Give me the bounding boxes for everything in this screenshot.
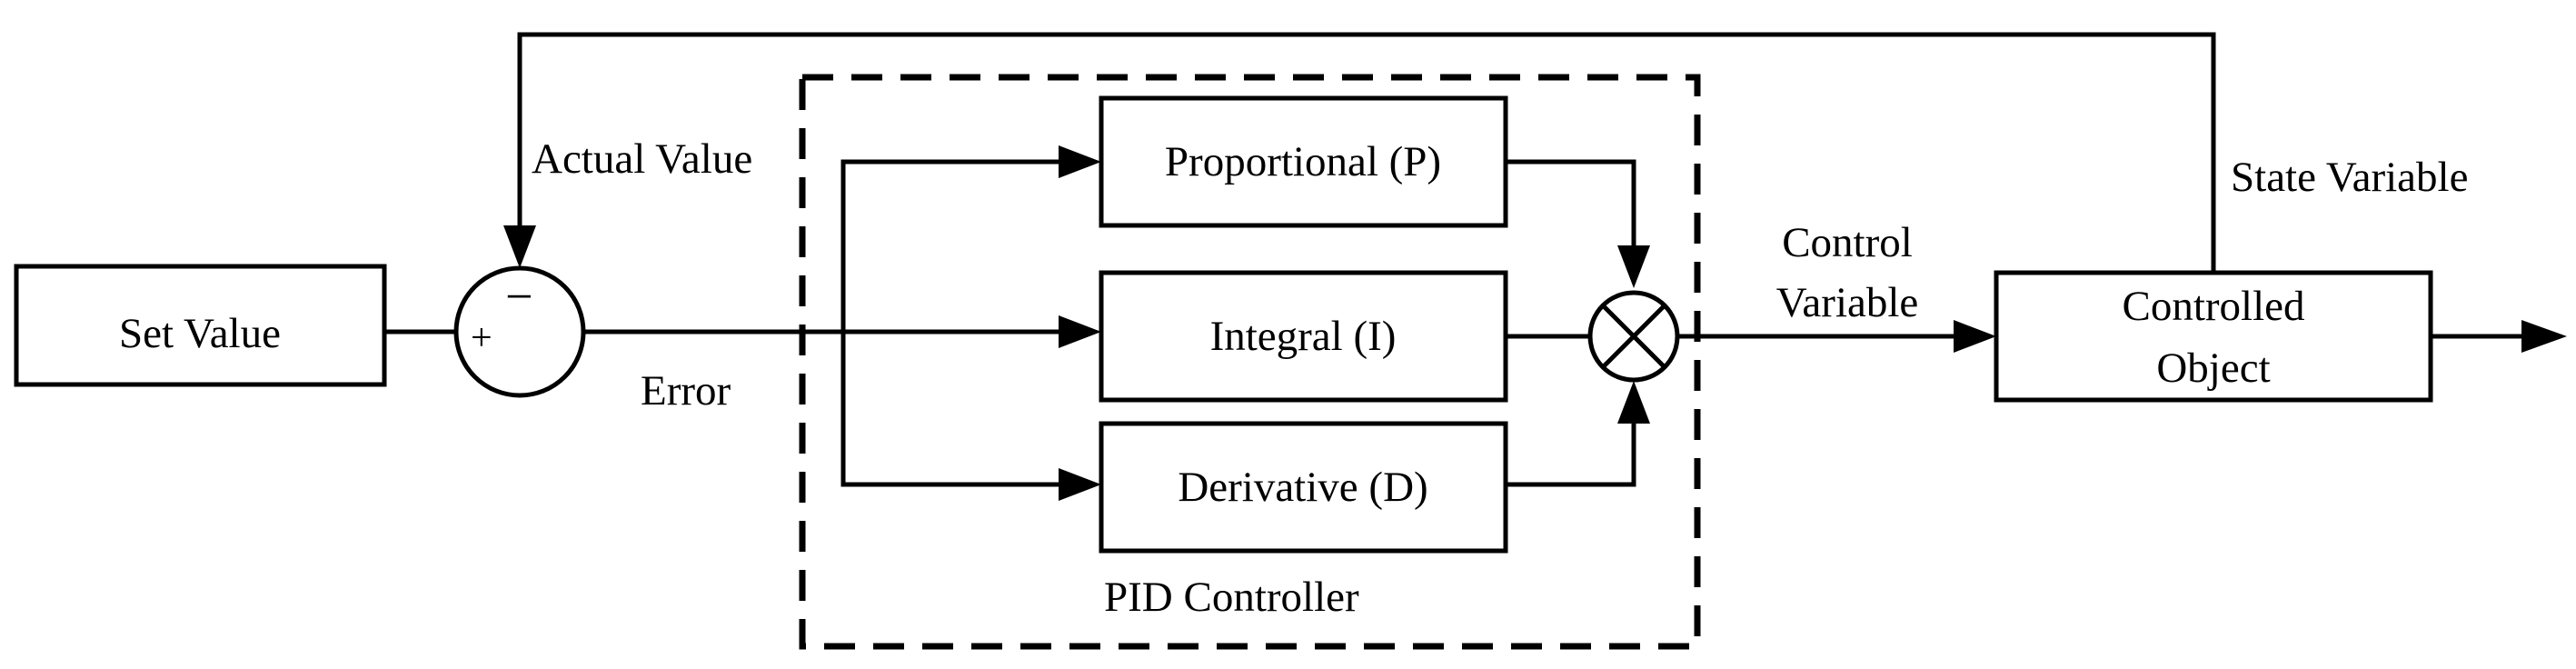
pid-controller-boundary (799, 74, 1701, 650)
control-variable-label-line2: Variable (1776, 279, 1919, 326)
feedback-wire (517, 32, 2216, 273)
summing-minus-sign: − (505, 269, 532, 324)
error-to-proportional-arrowhead (1059, 145, 1101, 178)
summing-plus-sign: + (471, 317, 492, 359)
error-label: Error (641, 367, 731, 414)
controlled-object-label-line2: Object (2156, 344, 2270, 392)
proportional-to-multiplier-arrowhead (1617, 245, 1650, 288)
derivative-label: Derivative (D) (1178, 464, 1427, 511)
error-to-integral-arrowhead (1059, 315, 1101, 348)
controlled-object-label-line1: Controlled (2122, 283, 2304, 330)
control-variable-arrowhead (1954, 320, 1996, 353)
error-to-derivative-arrowhead (1059, 468, 1101, 501)
derivative-block (1099, 421, 1508, 554)
pid-controller-label: PID Controller (1104, 574, 1359, 621)
state-variable-label: State Variable (2231, 154, 2468, 201)
control-variable-label-line1: Control (1782, 219, 1913, 266)
derivative-to-multiplier-arrowhead (1617, 381, 1650, 424)
integral-label: Integral (I) (1210, 313, 1397, 360)
set-value-block (14, 264, 387, 387)
output-arrowhead (2521, 320, 2567, 353)
feedback-arrowhead (503, 225, 536, 268)
integral-block (1099, 270, 1508, 403)
proportional-output-wire (1506, 159, 1636, 245)
error-branch-wire (840, 159, 1059, 487)
combining-junction-cross-b (1601, 304, 1666, 369)
proportional-label: Proportional (P) (1165, 138, 1441, 185)
derivative-output-wire (1506, 424, 1636, 487)
actual-value-label: Actual Value (532, 135, 752, 183)
set-value-label: Set Value (119, 310, 281, 357)
